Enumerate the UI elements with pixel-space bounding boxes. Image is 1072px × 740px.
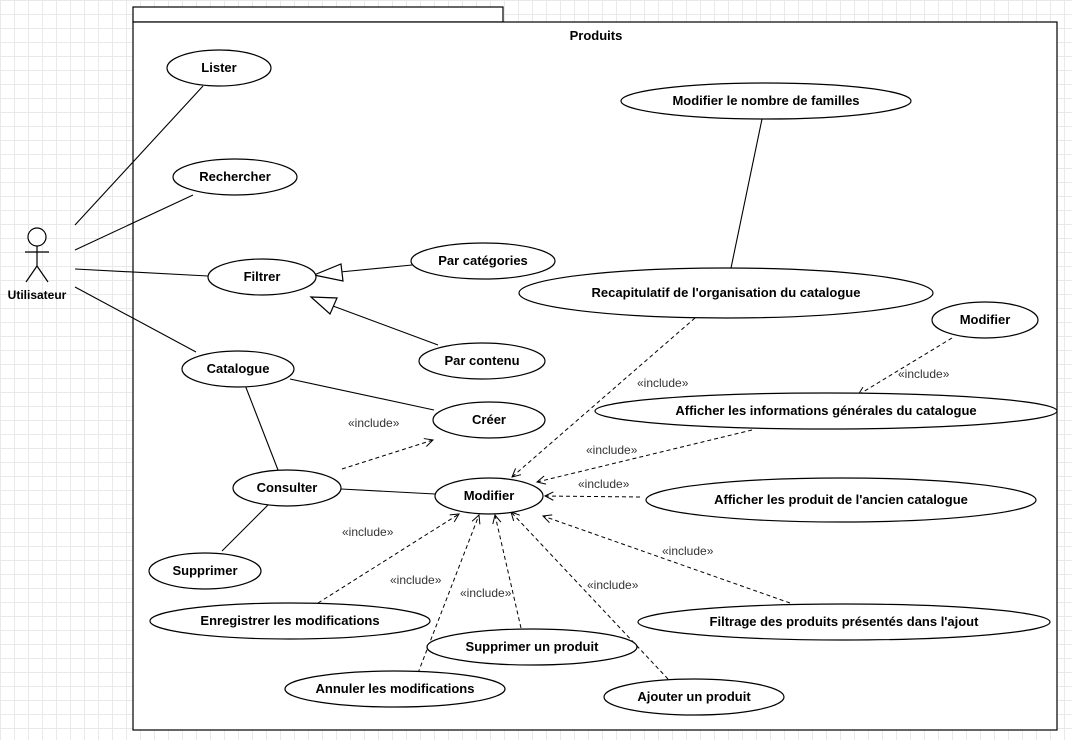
include-label-recap: «include»: [637, 376, 689, 390]
actor-label: Utilisateur: [8, 288, 67, 302]
use-case-label: Filtrage des produits présentés dans l'a…: [710, 614, 980, 629]
generalizations: [309, 263, 439, 346]
use-case-annuler[interactable]: Annuler les modifications: [284, 670, 506, 708]
use-case-afficher-produits[interactable]: Afficher les produit de l'ancien catalog…: [645, 477, 1037, 523]
include-label-annuler: «include»: [390, 573, 442, 587]
use-case-label: Afficher les produit de l'ancien catalog…: [714, 492, 968, 507]
use-case-label: Supprimer un produit: [466, 639, 600, 654]
include-label-enregistrer: «include»: [342, 525, 394, 539]
include-label-ajouter: «include»: [587, 578, 639, 592]
inc-small-modifier-infos: [858, 337, 953, 395]
use-case-modifier-small[interactable]: Modifier: [931, 301, 1039, 339]
use-case-label: Recapitulatif de l'organisation du catal…: [592, 285, 861, 300]
actor-head: [27, 227, 47, 247]
use-case-label: Annuler les modifications: [316, 681, 475, 696]
gen-contenu-head: [309, 296, 338, 315]
inc-infos-modifier: [537, 429, 753, 482]
include-label-supprimer-produit: «include»: [460, 586, 512, 600]
use-case-supprimer[interactable]: Supprimer: [148, 552, 262, 590]
use-case-filtrage[interactable]: Filtrage des produits présentés dans l'a…: [637, 603, 1051, 641]
use-case-consulter[interactable]: Consulter: [232, 469, 342, 507]
use-case-par-categories[interactable]: Par catégories: [410, 242, 556, 280]
assoc-catalogue-consulter: [244, 384, 279, 471]
use-case-label: Modifier le nombre de familles: [672, 93, 859, 108]
use-case-label: Rechercher: [199, 169, 271, 184]
assoc-familles-recap: [730, 118, 763, 269]
use-case-modifier[interactable]: Modifier: [434, 477, 544, 515]
use-case-label: Par contenu: [444, 353, 519, 368]
use-case-ajouter-produit[interactable]: Ajouter un produit: [603, 678, 785, 716]
use-case-label: Modifier: [960, 312, 1011, 327]
include-label-produits: «include»: [578, 477, 630, 491]
assoc-actor-catalogue: [74, 286, 197, 353]
inc-recap-modifier: [512, 317, 696, 477]
use-case-label: Enregistrer les modifications: [200, 613, 379, 628]
gen-categories-head: [311, 263, 344, 282]
assoc-actor-rechercher: [74, 194, 194, 251]
inc-filtrage-modifier: [543, 516, 791, 604]
actor-associations: [74, 85, 209, 353]
use-case-label: Lister: [201, 60, 236, 75]
include-label-small-modifier: «include»: [898, 367, 950, 381]
use-case-afficher-infos[interactable]: Afficher les informations générales du c…: [594, 392, 1058, 430]
use-case-catalogue[interactable]: Catalogue: [181, 350, 295, 388]
assoc-consulter-supprimer: [221, 504, 269, 552]
assoc-actor-lister: [74, 85, 204, 226]
use-case-filtrer[interactable]: Filtrer: [207, 258, 317, 296]
system-title: Produits: [570, 28, 623, 43]
actor-leg-right: [36, 265, 49, 283]
use-case-supprimer-produit[interactable]: Supprimer un produit: [426, 628, 638, 666]
assoc-consulter-modifier: [340, 488, 436, 495]
assoc-catalogue-creer: [289, 378, 435, 411]
inc-consulter-creer: [341, 440, 433, 470]
use-case-label: Filtrer: [244, 269, 281, 284]
use-case-label: Modifier: [464, 488, 515, 503]
use-case-rechercher[interactable]: Rechercher: [172, 158, 298, 196]
use-case-label: Par catégories: [438, 253, 528, 268]
include-label-filtrage: «include»: [662, 544, 714, 558]
use-case-label: Créer: [472, 412, 506, 427]
use-case-label: Consulter: [257, 480, 318, 495]
inc-supprimer-produit-modifier: [495, 515, 522, 629]
include-dependencies: [317, 317, 953, 680]
use-case-modifier-familles[interactable]: Modifier le nombre de familles: [620, 82, 912, 120]
use-case-label: Supprimer: [172, 563, 237, 578]
use-case-label: Ajouter un produit: [637, 689, 751, 704]
actor-leg-left: [25, 265, 38, 283]
use-case-recapitulatif[interactable]: Recapitulatif de l'organisation du catal…: [518, 267, 934, 319]
include-labels: «include» «include» «include» «include» …: [342, 367, 950, 600]
use-case-label: Afficher les informations générales du c…: [675, 403, 976, 418]
gen-categories-line: [339, 264, 413, 273]
include-label-creer: «include»: [348, 416, 400, 430]
use-case-par-contenu[interactable]: Par contenu: [418, 342, 546, 380]
include-label-infos: «include»: [586, 443, 638, 457]
solid-associations: [221, 118, 763, 552]
use-case-creer[interactable]: Créer: [432, 401, 546, 439]
assoc-actor-filtrer: [74, 268, 209, 277]
gen-contenu-line: [332, 305, 439, 346]
actor-utilisateur[interactable]: Utilisateur: [8, 227, 67, 302]
use-case-lister[interactable]: Lister: [166, 49, 272, 87]
use-case-label: Catalogue: [207, 361, 270, 376]
use-case-enregistrer[interactable]: Enregistrer les modifications: [149, 602, 431, 640]
inc-produits-modifier: [545, 496, 641, 497]
inc-ajouter-modifier: [511, 512, 669, 680]
